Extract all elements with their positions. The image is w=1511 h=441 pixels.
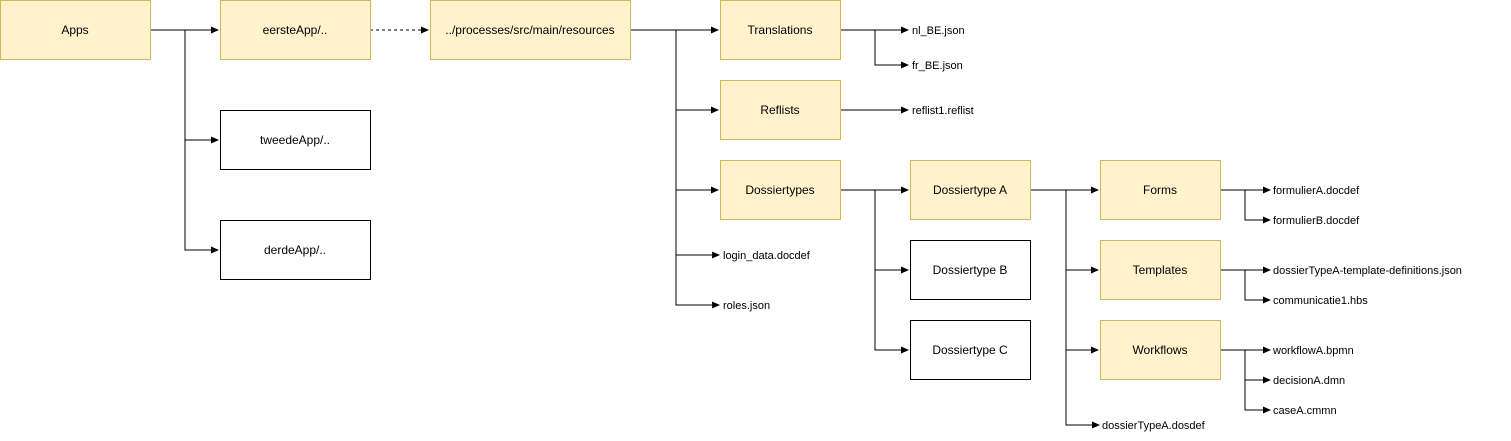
edge-resources-login-data	[675, 190, 720, 259]
node-apps-label: Apps	[61, 23, 88, 37]
node-translations: Translations	[720, 0, 841, 60]
file-workflow-a: workflowA.bpmn	[1272, 345, 1354, 357]
file-formulier-b: formulierB.docdef	[1273, 215, 1360, 227]
edge-resources-roles	[675, 255, 720, 309]
file-template-definitions: dossierTypeA-template-definitions.json	[1273, 265, 1462, 277]
node-workflows-label: Workflows	[1132, 343, 1187, 357]
file-communicatie1: communicatie1.hbs	[1273, 295, 1368, 307]
edge-resources-dossiertypes	[675, 110, 719, 194]
edge-resources-reflists	[675, 30, 719, 114]
node-derdeapp-label: derdeApp/..	[264, 243, 326, 257]
node-tweedeapp-label: tweedeApp/..	[260, 133, 330, 147]
node-forms-label: Forms	[1143, 183, 1177, 197]
node-derdeapp: derdeApp/..	[220, 220, 371, 280]
edge-templates-communicatie	[1244, 270, 1271, 304]
node-dossiertypes: Dossiertypes	[720, 160, 841, 220]
connectors	[150, 26, 1271, 429]
node-templates: Templates	[1100, 240, 1221, 300]
node-dossiertype-b: Dossiertype B	[910, 240, 1031, 300]
node-resources: ../processes/src/main/resources	[430, 0, 631, 60]
file-decision-a: decisionA.dmn	[1273, 375, 1345, 387]
edge-a-workflows	[1065, 270, 1099, 354]
node-dossiertypes-label: Dossiertypes	[745, 183, 814, 197]
node-dossiertype-a-label: Dossiertype A	[933, 183, 1007, 197]
node-dossiertype-a: Dossiertype A	[910, 160, 1031, 220]
edge-dossiertypes-b	[874, 190, 909, 274]
edge-apps-derdeapp	[184, 140, 219, 254]
node-apps: Apps	[0, 0, 151, 60]
edge-a-dosdef	[1065, 350, 1100, 429]
node-translations-label: Translations	[748, 23, 813, 37]
file-dossiertype-a-def: dossierTypeA.dosdef	[1102, 420, 1206, 432]
file-nl-be: nl_BE.json	[912, 25, 965, 37]
edge-workflows-dmn	[1244, 350, 1271, 384]
node-eersteapp-label: eersteApp/..	[263, 23, 328, 37]
edge-a-templates	[1065, 190, 1099, 274]
edge-translations-fr	[874, 30, 909, 69]
node-forms: Forms	[1100, 160, 1221, 220]
file-case-a: caseA.cmmn	[1273, 405, 1337, 417]
node-dossiertype-c: Dossiertype C	[910, 320, 1031, 380]
node-workflows: Workflows	[1100, 320, 1221, 380]
edge-forms-formulierb	[1244, 190, 1271, 224]
edge-apps-tweedeapp	[184, 30, 219, 144]
node-tweedeapp: tweedeApp/..	[220, 110, 371, 170]
edge-dossiertypes-c	[874, 270, 909, 354]
file-login-data: login_data.docdef	[723, 250, 811, 262]
node-dossiertype-c-label: Dossiertype C	[932, 343, 1008, 357]
node-reflists-label: Reflists	[760, 103, 799, 117]
node-resources-label: ../processes/src/main/resources	[445, 23, 614, 37]
node-reflists: Reflists	[720, 80, 841, 140]
edge-workflows-cmmn	[1244, 380, 1271, 414]
file-roles: roles.json	[723, 300, 770, 312]
node-templates-label: Templates	[1133, 263, 1188, 277]
node-eersteapp: eersteApp/..	[220, 0, 371, 60]
file-formulier-a: formulierA.docdef	[1273, 185, 1360, 197]
node-dossiertype-b-label: Dossiertype B	[933, 263, 1008, 277]
file-fr-be: fr_BE.json	[912, 60, 963, 72]
file-labels: nl_BE.json fr_BE.json reflist1.reflist l…	[723, 25, 1462, 432]
file-reflist1: reflist1.reflist	[912, 105, 974, 117]
